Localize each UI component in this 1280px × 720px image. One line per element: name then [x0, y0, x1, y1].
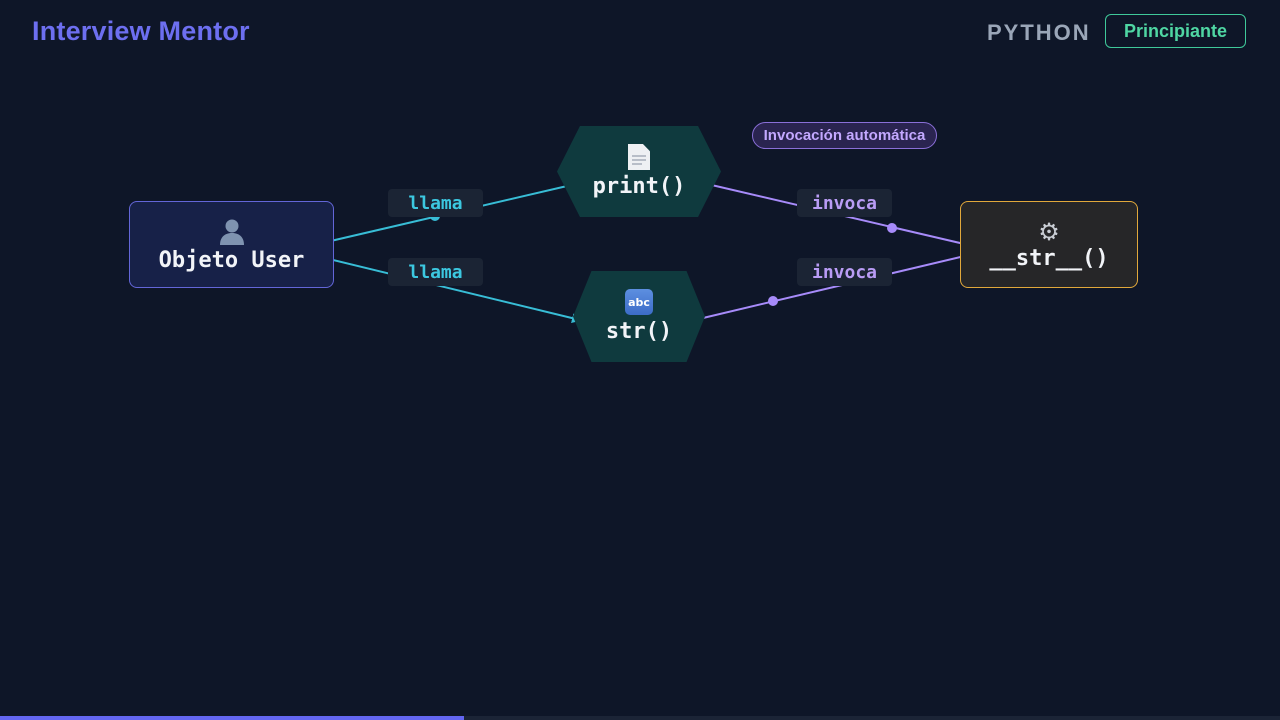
gear-icon: ⚙ [1038, 218, 1060, 246]
abc-letters-icon: abc [625, 289, 653, 315]
flow-dot [768, 296, 778, 306]
node-label: str() [605, 319, 673, 344]
annotation-pill: Invocación automática [752, 122, 937, 149]
level-badge: Principiante [1105, 14, 1246, 48]
node-print-hexagon[interactable]: print() [557, 126, 721, 217]
progress-fill [0, 716, 464, 720]
node-objeto-user[interactable]: Objeto User [129, 201, 334, 288]
language-label: PYTHON [987, 20, 1091, 45]
progress-bar [0, 716, 1280, 720]
flow-dot [887, 223, 897, 233]
edge-label-invoca: invoca [797, 189, 892, 217]
node-label: print() [592, 174, 686, 199]
page-document-icon [628, 144, 650, 170]
edge-label-llama: llama [388, 189, 483, 217]
node-label: Objeto User [158, 248, 305, 273]
node-label: __str__() [989, 246, 1109, 271]
app-title: Interview Mentor [32, 16, 250, 46]
edge-label-invoca: invoca [797, 258, 892, 286]
node-dunder-str[interactable]: ⚙ __str__() [960, 201, 1138, 288]
user-silhouette-icon [219, 219, 244, 245]
node-str-hexagon[interactable]: abc str() [573, 271, 705, 362]
edge-label-llama: llama [388, 258, 483, 286]
